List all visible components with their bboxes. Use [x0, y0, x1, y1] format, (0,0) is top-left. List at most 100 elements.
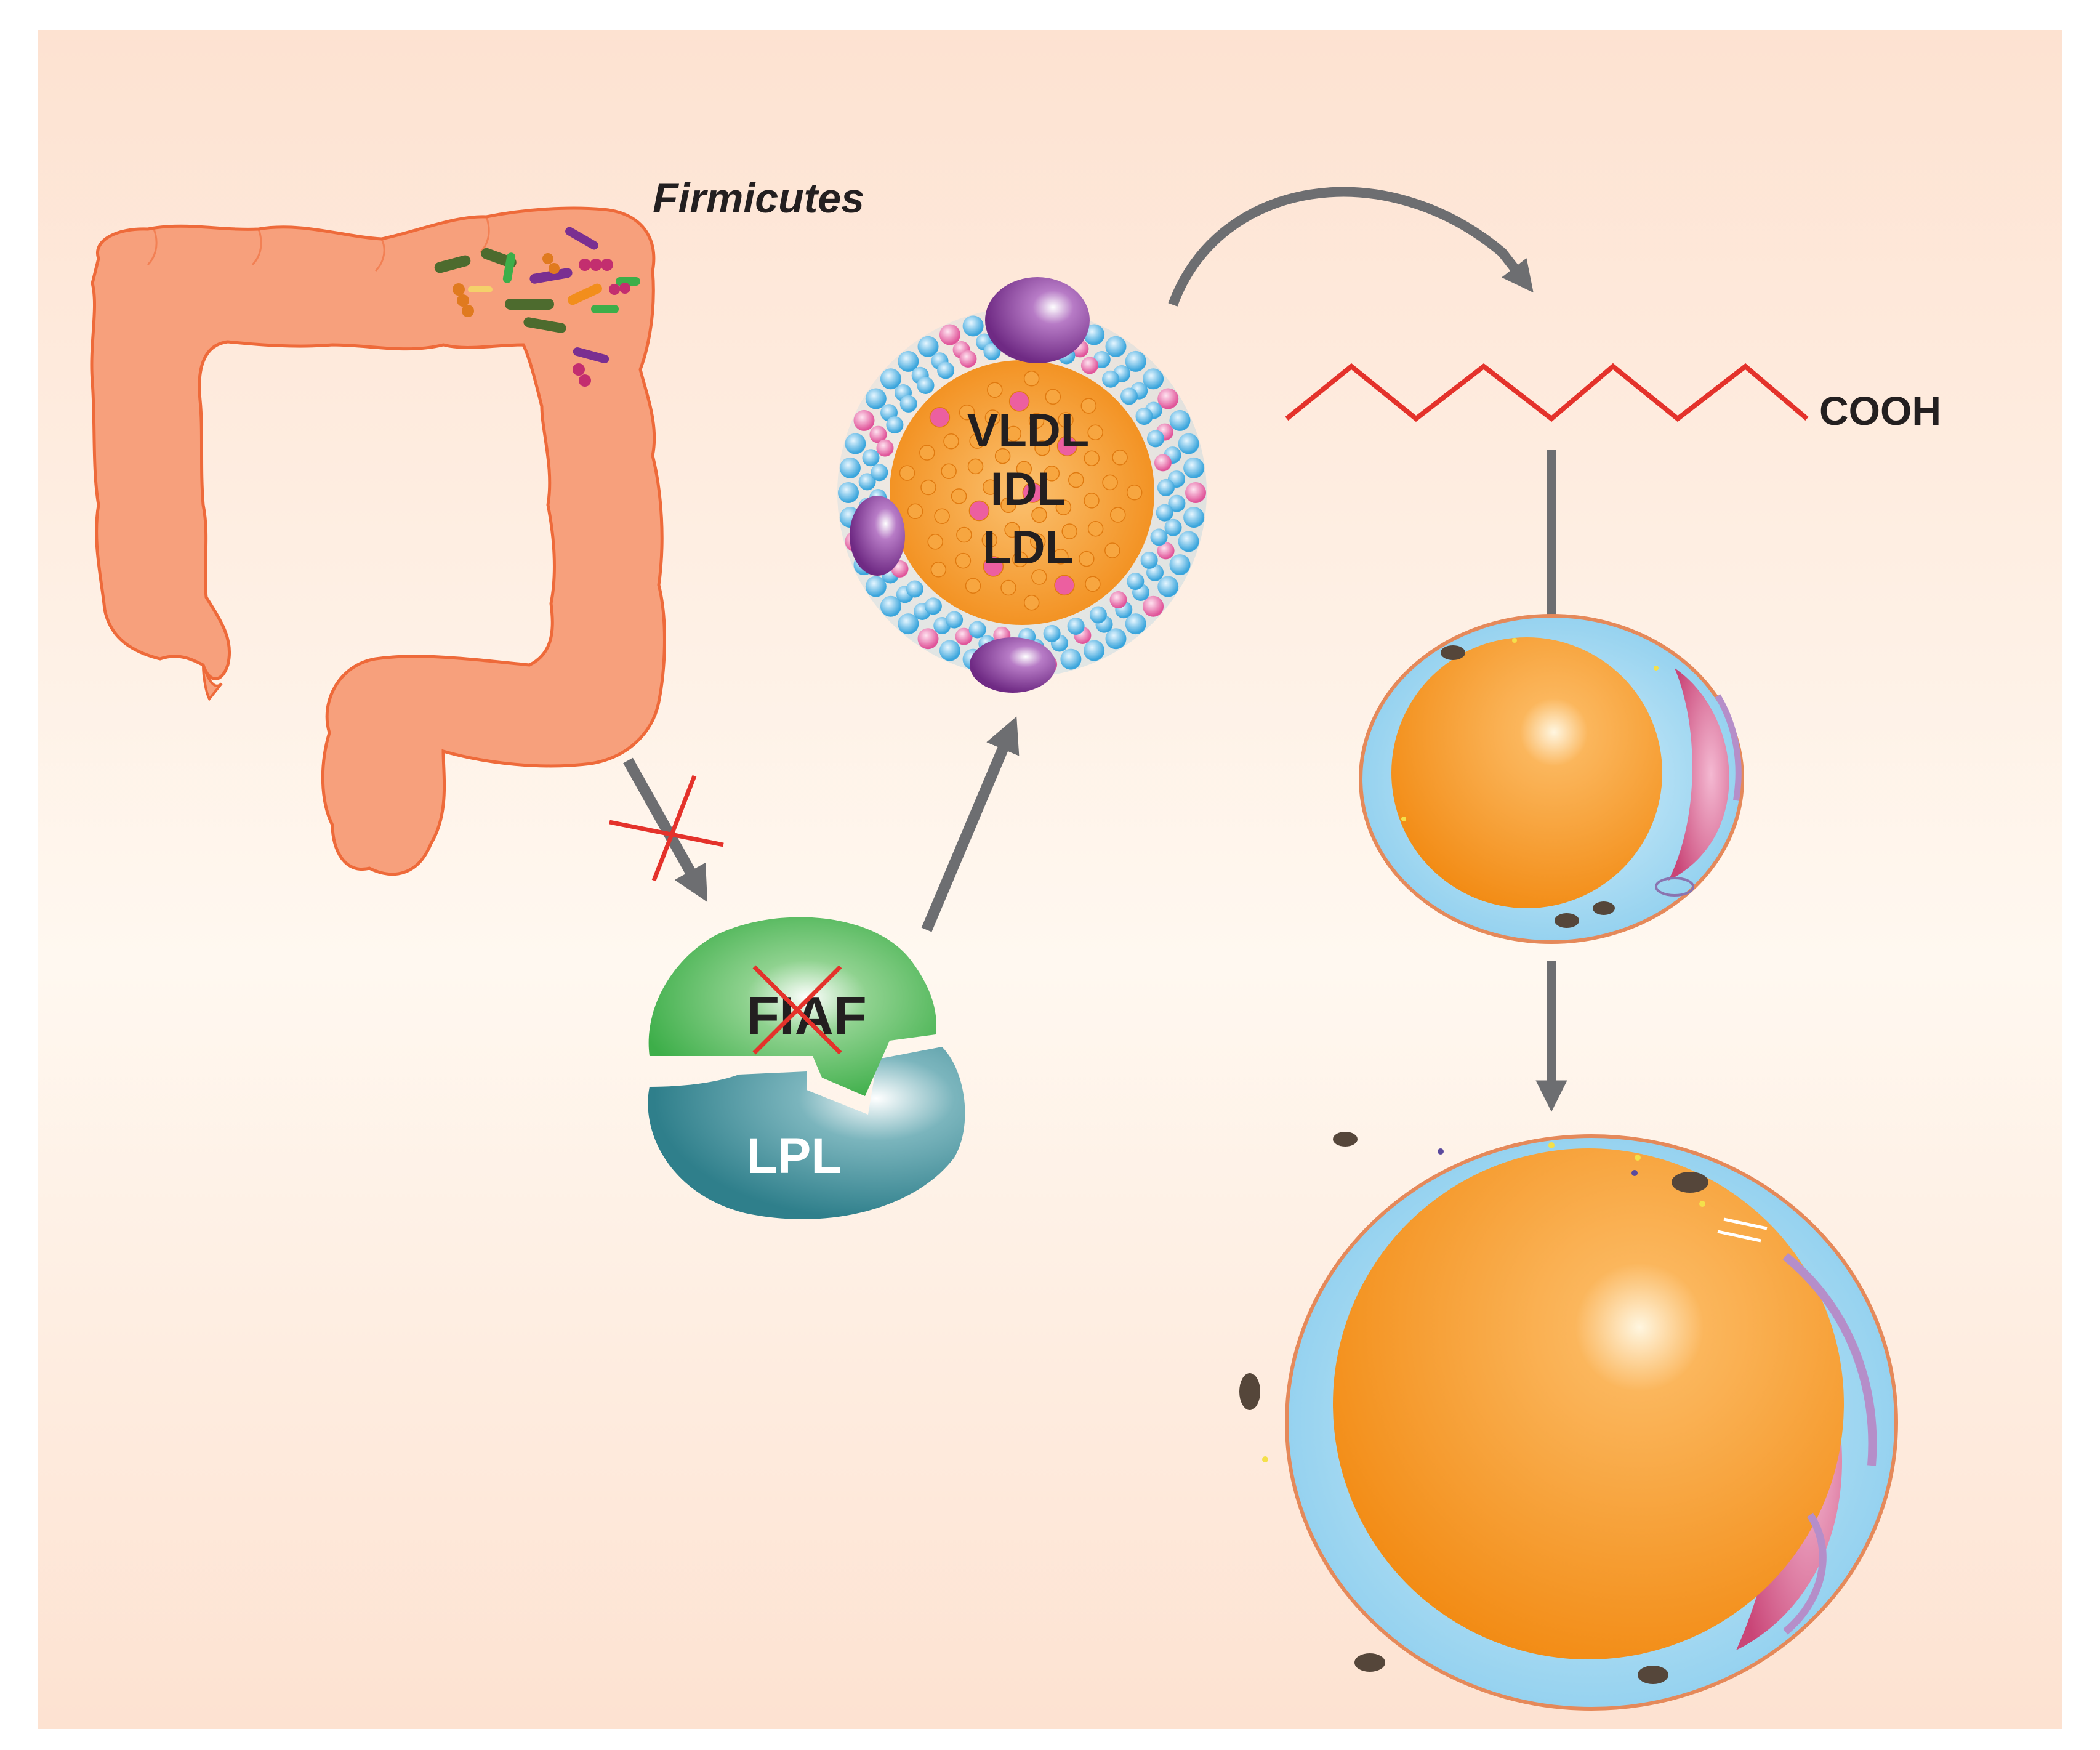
core-lipid-bead [959, 404, 975, 421]
phospholipid-bead [1168, 494, 1186, 512]
phospholipid-bead [1169, 409, 1191, 431]
core-lipid-bead [927, 534, 943, 550]
colon-icon [90, 206, 666, 876]
idl-label: IDL [991, 463, 1066, 515]
core-lipid-bead [899, 465, 915, 481]
phospholipid-bead [937, 361, 955, 379]
core-lipid-bead [1079, 550, 1095, 567]
fatty-acid-chain-icon [1285, 363, 1809, 422]
phospholipid-bead [1084, 324, 1105, 345]
phospholipid-bead [906, 580, 923, 598]
core-lipid-bead [1110, 507, 1126, 523]
core-lipid-bead [1085, 576, 1101, 592]
phospholipid-bead [1157, 478, 1175, 496]
core-lipid-bead [1104, 542, 1120, 558]
phospholipid-bead [1156, 504, 1173, 522]
phospholipid-bead [1084, 640, 1105, 661]
phospholipid-bead [939, 640, 960, 661]
core-lipid-bead [983, 556, 1004, 577]
core-lipid-bead [987, 382, 1003, 398]
core-lipid-bead [1084, 493, 1100, 509]
blocked-cross-icon [609, 775, 724, 882]
core-lipid-bead [1034, 440, 1050, 456]
phospholipid-bead [1164, 518, 1182, 536]
core-lipid-bead [943, 433, 959, 450]
phospholipid-bead [955, 627, 973, 645]
core-lipid-bead [930, 562, 947, 578]
phospholipid-bead [1125, 613, 1146, 635]
core-lipid-bead [1028, 413, 1045, 429]
phospholipid-bead [924, 597, 942, 615]
phospholipid-bead [1080, 357, 1098, 374]
core-lipid-bead [919, 445, 935, 461]
phospholipid-bead [1135, 408, 1153, 425]
phospholipid-bead [968, 621, 986, 639]
phospholipid-bead [959, 350, 977, 368]
core-lipid-bead [1053, 549, 1069, 565]
core-lipid-bead [1056, 435, 1078, 457]
phospholipid-bead [876, 439, 894, 457]
phospholipid-bead [1169, 554, 1191, 576]
core-lipid-bead [982, 479, 999, 495]
core-lipid-bead [907, 503, 923, 520]
phospholipid-bead [1157, 542, 1175, 560]
phospholipid-bead [917, 336, 939, 357]
bacteria-icon [434, 227, 640, 387]
phospholipid-bead [880, 595, 901, 617]
phospholipid-bead [865, 576, 887, 597]
phospholipid-bead [1183, 507, 1205, 528]
adipocyte-large-icon [1239, 1132, 1898, 1711]
core-lipid-bead [1016, 461, 1032, 477]
lipoprotein-particle-icon: VLDL IDL LDL [837, 277, 1207, 693]
phospholipid-bead [1067, 618, 1085, 635]
core-lipid-bead [1084, 450, 1100, 466]
core-lipid-bead [981, 532, 998, 548]
phospholipid-bead [962, 315, 984, 337]
core-lipid-bead [967, 458, 984, 475]
core-lipid-bead [1112, 450, 1128, 466]
core-lipid-bead [951, 488, 967, 504]
phospholipid-bead [983, 343, 1001, 361]
core-lipid-bead [1000, 497, 1016, 514]
core-lipid-bead [1023, 594, 1040, 611]
lpl-shape [648, 1047, 965, 1219]
core-lipid-bead [1044, 466, 1060, 482]
cooh-label: COOH [1819, 388, 1941, 433]
core-lipid-bead [929, 407, 951, 428]
core-lipid-bead [941, 463, 957, 479]
phospholipid-bead [1154, 454, 1172, 472]
core-lipid-bead [1023, 370, 1040, 387]
firmicutes-label: Firmicutes [653, 175, 864, 222]
core-lipid-bead [1087, 424, 1103, 441]
phospholipid-bead [886, 416, 904, 434]
phospholipid-bead [917, 628, 939, 650]
lpl-label: LPL [747, 1128, 842, 1184]
phospholipid-bead [1102, 370, 1120, 388]
core-lipid-bead [1058, 412, 1074, 428]
core-lipid-bead [1045, 389, 1061, 405]
vldl-label: VLDL [967, 405, 1089, 457]
phospholipid-bead [1120, 387, 1138, 405]
core-lipid-bead [1061, 523, 1077, 539]
phospholipid-bead [845, 433, 866, 454]
core-lipid-bead [1004, 522, 1020, 538]
core-lipid-bead [1008, 391, 1030, 412]
core-lipid-bead [969, 433, 985, 449]
core-lipid-bead [1080, 398, 1097, 414]
phospholipid-bead [880, 368, 901, 390]
phospholipid-bead [1089, 606, 1107, 624]
phospholipid-bead [869, 425, 887, 443]
phospholipid-bead [1185, 482, 1206, 503]
core-lipid-bead [994, 448, 1011, 464]
ldl-label: LDL [983, 522, 1074, 574]
phospholipid-bead [1140, 551, 1158, 569]
core-lipid-bead [1000, 579, 1016, 596]
core-lipid-bead [1068, 472, 1084, 488]
phospholipid-bead [862, 449, 880, 467]
phospholipid-bead [1043, 624, 1061, 642]
core-lipid-bead [1054, 575, 1075, 596]
phospholipid-bead [1109, 591, 1127, 608]
lpl-to-lipoprotein-arrow [921, 716, 1020, 932]
core-lipid-bead [1102, 474, 1118, 491]
